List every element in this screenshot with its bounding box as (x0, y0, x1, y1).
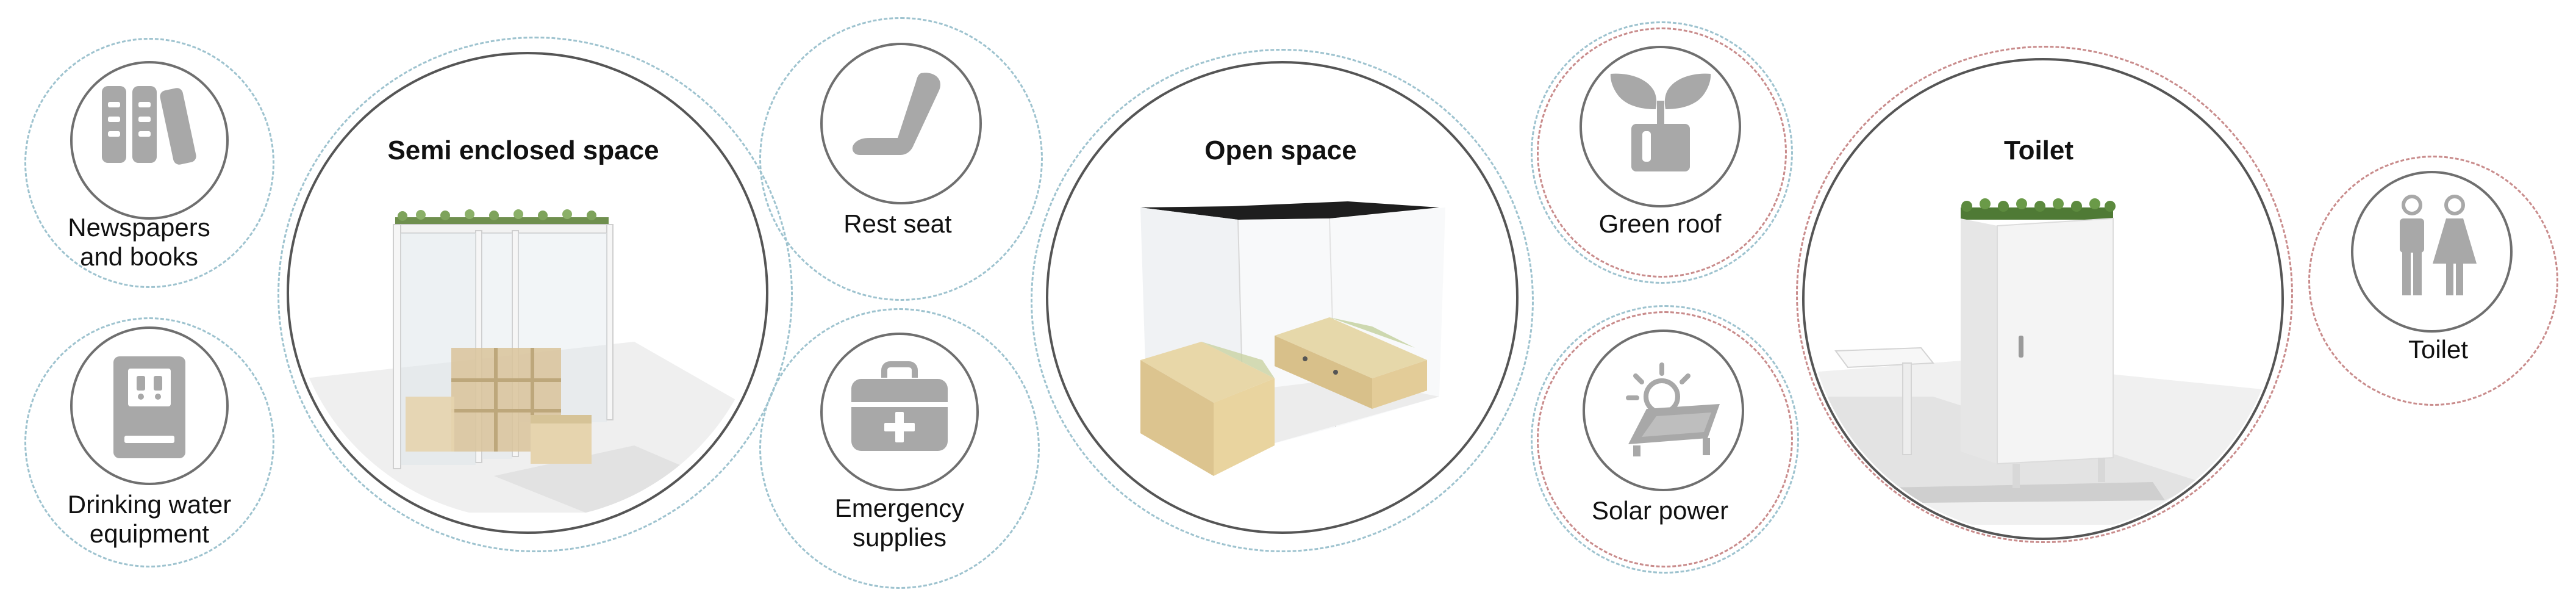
solar-outer-ring-red (1537, 311, 1793, 567)
solar-outer-ring-blue (1531, 305, 1799, 574)
water-dispenser-icon (113, 356, 185, 458)
rest-seat-icon-circle (820, 43, 982, 204)
toilet-title: Toilet (2003, 135, 2074, 165)
drinking-water-label-line2: equipment (89, 519, 210, 548)
newspapers-label-line2: and books (80, 242, 198, 271)
toilet-small-label: Toilet (2408, 335, 2469, 364)
green-roof-label: Green roof (1598, 209, 1722, 238)
semi-enclosed-title: Semi enclosed space (387, 135, 659, 165)
green-roof-outer-ring-blue (1531, 21, 1793, 284)
toilet-small-icon-circle (2351, 171, 2513, 333)
solar-panel-icon (1626, 362, 1720, 456)
rest-seat-label: Rest seat (843, 209, 952, 238)
semi-enclosed-outer-ring (277, 37, 793, 552)
semi-enclosed-illustration (293, 209, 762, 513)
seat-icon (852, 73, 940, 155)
plant-pot-icon (1610, 73, 1711, 171)
rest-seat-outer-ring (759, 17, 1043, 301)
newspapers-label-line1: Newspapers (68, 213, 210, 242)
open-space-illustration (1140, 201, 1445, 476)
newspapers-outer-ring (24, 38, 274, 288)
toilet-outer-ring (1796, 46, 2293, 543)
green-roof-outer-ring-red (1537, 27, 1787, 278)
open-space-outer-ring (1031, 49, 1534, 552)
emergency-label-line1: Emergency (834, 494, 965, 522)
books-icon (102, 86, 196, 165)
emergency-outer-ring (759, 308, 1040, 589)
solar-label: Solar power (1591, 496, 1729, 525)
emergency-label-line2: supplies (852, 523, 947, 552)
drinking-water-label-line1: Drinking water (67, 490, 232, 519)
toilet-illustration (1811, 198, 2275, 525)
first-aid-kit-icon (851, 361, 948, 451)
toilet-small-outer-ring (2308, 156, 2558, 406)
drinking-water-outer-ring (24, 317, 274, 567)
restroom-icon (2400, 195, 2477, 295)
open-space-title: Open space (1204, 135, 1357, 165)
